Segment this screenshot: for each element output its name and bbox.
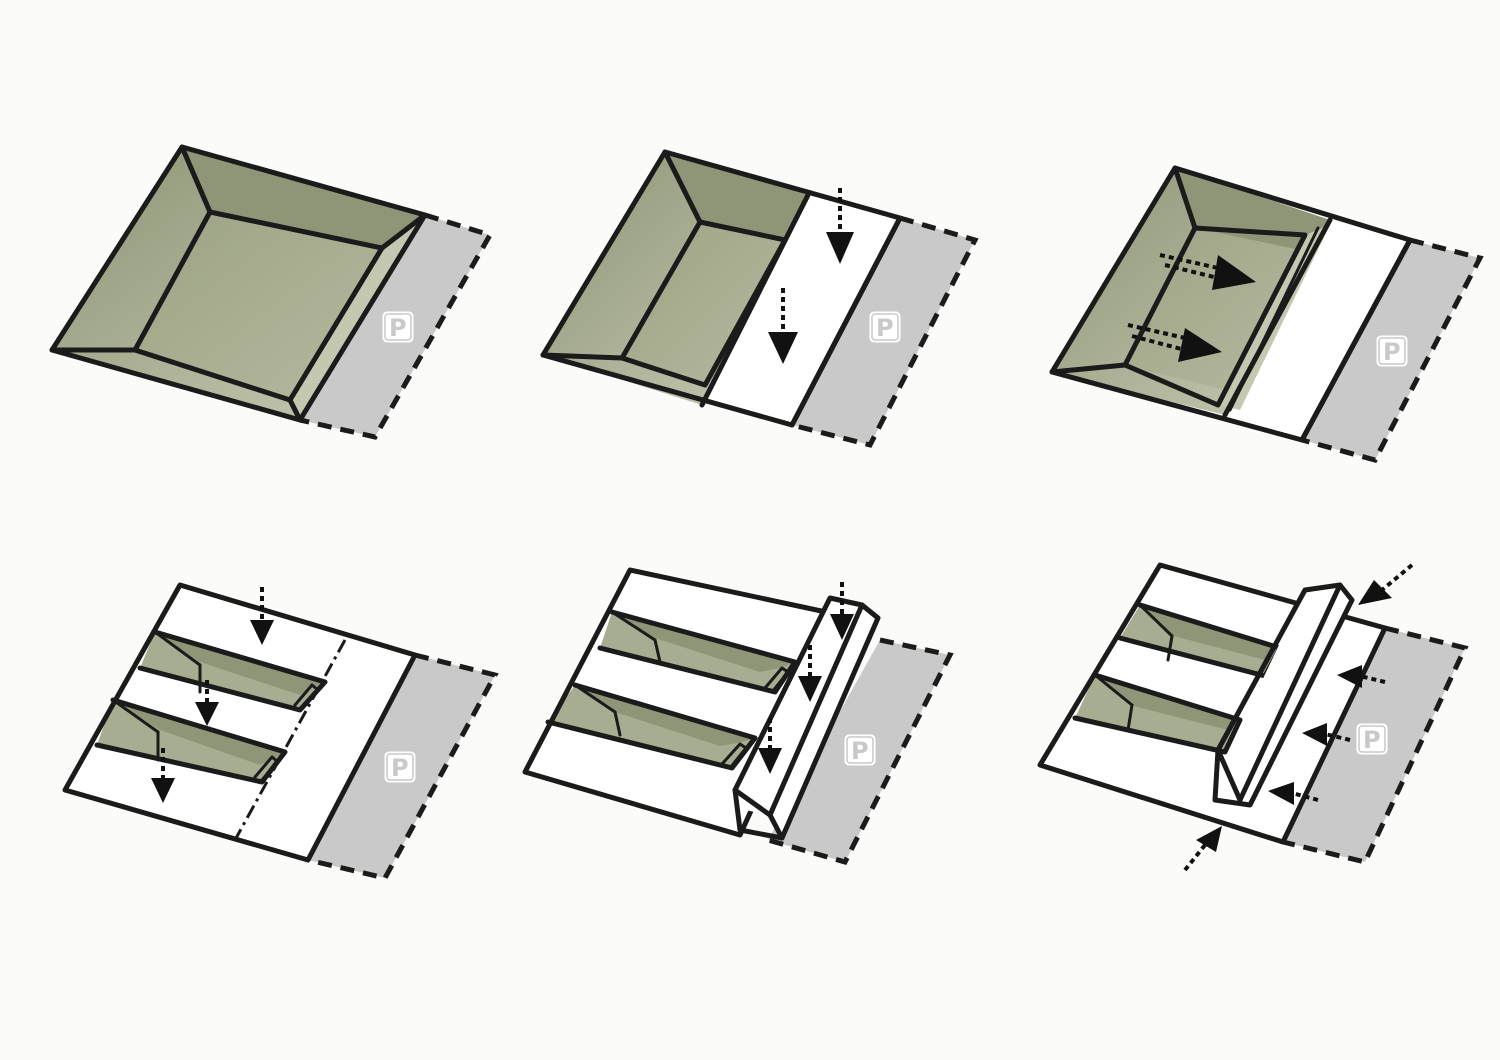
parking-sign-label: P xyxy=(389,314,407,342)
arrow-down xyxy=(826,188,854,264)
panel-3: P xyxy=(1049,165,1484,463)
cleared-strip xyxy=(1225,220,1410,440)
parking-dashed-edge xyxy=(791,215,979,448)
arrow-right xyxy=(1127,323,1222,362)
parking-dashed-edge xyxy=(307,652,499,881)
cleared-strip xyxy=(702,195,900,425)
bay-upper-deep xyxy=(155,632,325,695)
parking-sign-label: P xyxy=(1383,338,1401,366)
arrow-left xyxy=(1302,723,1351,746)
long-wall-face xyxy=(1240,585,1352,805)
arrow-down xyxy=(798,645,822,702)
arrow-right xyxy=(1159,253,1256,290)
bay-lower xyxy=(1075,675,1240,752)
panel-4: P xyxy=(62,582,499,881)
long-wall xyxy=(1215,585,1340,800)
parking-sign: P xyxy=(382,311,414,343)
parking-sign-label: P xyxy=(1363,726,1381,754)
pit-floor xyxy=(1125,228,1300,390)
parking-dashed-edge xyxy=(767,637,954,865)
bay-lower xyxy=(548,685,755,768)
parking-sign-label: P xyxy=(851,737,869,765)
panel-2: P xyxy=(540,149,979,448)
parking-dashed-edge xyxy=(1301,237,1484,463)
pit-floor xyxy=(135,212,382,400)
bay-lower-deep xyxy=(113,700,285,765)
parking-sign-label: P xyxy=(391,754,409,782)
parking-sign: P xyxy=(384,751,416,783)
parking-dashed-edge xyxy=(299,212,494,440)
parking-sign: P xyxy=(869,311,901,343)
parking-sign: P xyxy=(1356,723,1388,755)
parking-sign: P xyxy=(1376,335,1408,367)
arrow-down xyxy=(830,582,854,640)
parking-sign-label: P xyxy=(876,314,894,342)
pit-floor xyxy=(622,222,785,385)
pit-top-wall xyxy=(182,147,425,248)
bay-upper-deep xyxy=(1140,605,1280,660)
arrow-left xyxy=(1268,782,1319,805)
panel-5: P xyxy=(522,567,954,865)
arrow-inward xyxy=(1358,563,1414,605)
arrow-down xyxy=(250,587,274,645)
arrow-down xyxy=(758,718,782,774)
arrow-inward xyxy=(1183,826,1222,872)
long-wall-face xyxy=(770,605,878,838)
arrow-left xyxy=(1337,665,1386,688)
panel-6: P xyxy=(1037,562,1469,872)
panel-1: P xyxy=(49,144,494,440)
arrow-down xyxy=(195,680,219,726)
parking-sign: P xyxy=(844,734,876,766)
arrow-down xyxy=(151,748,175,803)
arrow-down xyxy=(768,288,798,364)
